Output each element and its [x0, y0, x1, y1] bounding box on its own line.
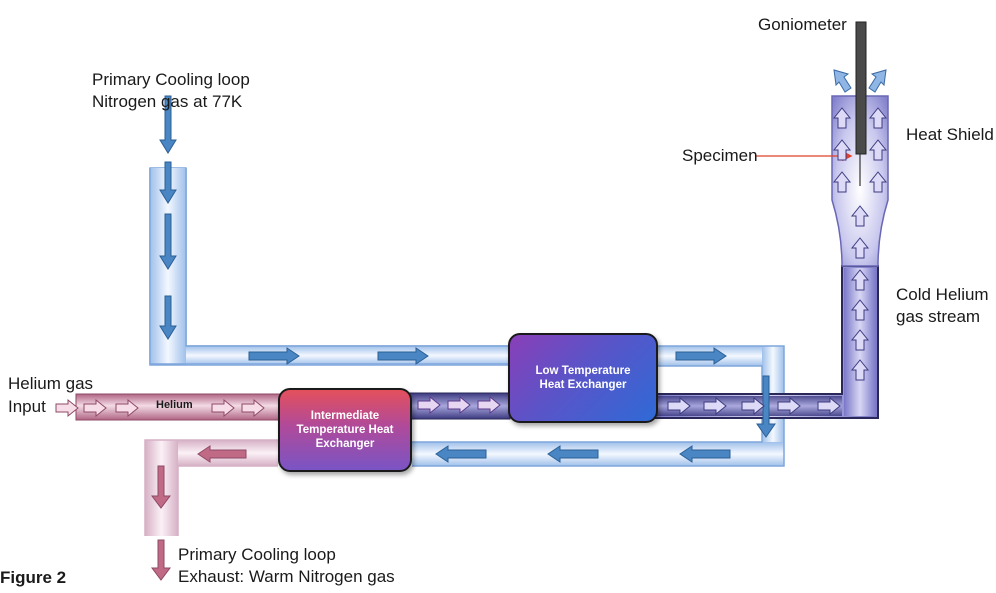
helium-mid-arrows — [417, 395, 501, 415]
exhaust-arrows — [151, 445, 247, 581]
nitrogen-right-arrows — [248, 347, 727, 365]
low-temperature-heat-exchanger-label: Low Temperature Heat Exchanger — [535, 365, 631, 391]
helium-input-label-1: Helium gas — [8, 374, 94, 393]
nitrogen-down-arrow — [756, 375, 776, 438]
cold-helium-right-arrows — [667, 396, 841, 416]
low-temperature-heat-exchanger: Low Temperature Heat Exchanger — [508, 333, 658, 423]
nitrogen-inflow-arrows — [159, 95, 177, 340]
exit-arrows — [833, 69, 887, 93]
intermediate-heat-exchanger: Intermediate Temperature Heat Exchanger — [278, 388, 412, 472]
nitrogen-return-arrows — [435, 445, 731, 463]
cold-helium-label-1: Cold Helium — [896, 285, 989, 304]
exhaust-pipe — [144, 439, 278, 536]
heat-shield-label: Heat Shield — [906, 125, 994, 144]
helium-tag: Helium — [156, 399, 193, 411]
helium-input-arrows — [55, 398, 265, 418]
cooling-in-label-2: Nitrogen gas at 77K — [92, 92, 243, 111]
cold-helium-up-arrows — [832, 107, 888, 381]
figure-caption: Figure 2 — [0, 568, 67, 587]
nitrogen-loop-pipe — [149, 167, 785, 467]
goniometer-rod — [855, 21, 867, 155]
helium-input-label-2: Input — [8, 397, 46, 416]
exhaust-label-1: Primary Cooling loop — [178, 545, 336, 564]
cold-helium-label-2: gas stream — [896, 307, 981, 326]
exhaust-label-2: Exhaust: Warm Nitrogen gas — [178, 567, 395, 586]
intermediate-heat-exchanger-label: Intermediate Temperature Heat Exchanger — [296, 410, 394, 450]
specimen-label: Specimen — [682, 146, 758, 165]
goniometer-label: Goniometer — [758, 15, 847, 34]
cooling-in-label-1: Primary Cooling loop — [92, 70, 250, 89]
